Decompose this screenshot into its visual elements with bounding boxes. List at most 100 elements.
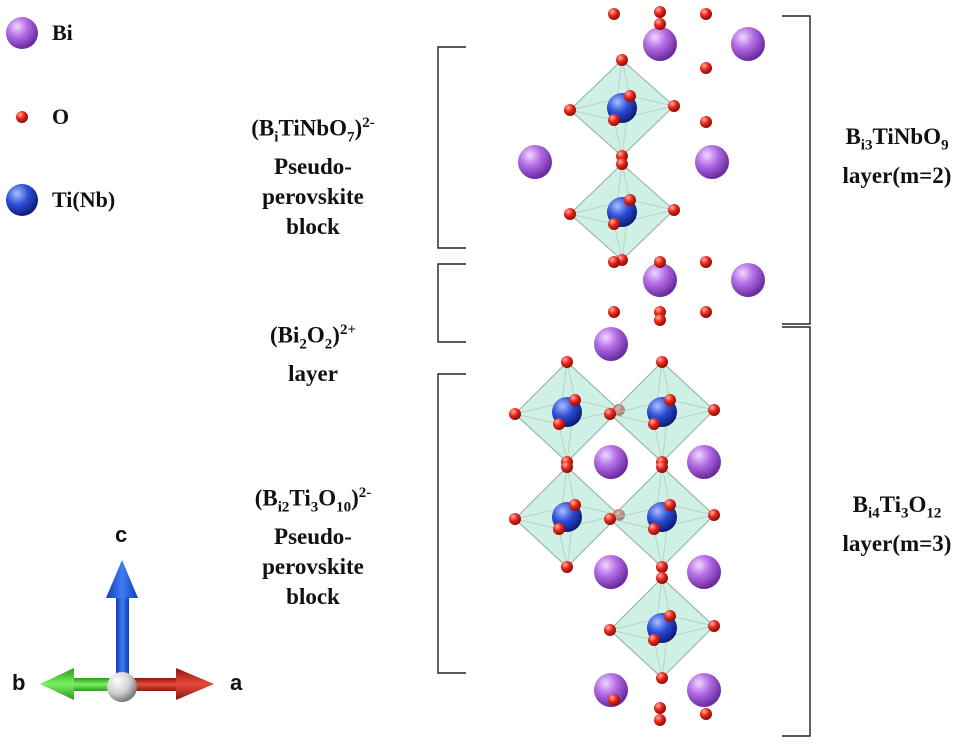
octahedron-edge [514,413,560,425]
oxygen-atom [700,116,712,128]
axis-triad [40,560,214,702]
oxygen-atom [648,418,660,430]
bi-atom [643,27,677,61]
legend-bi-label: Bi [52,20,73,45]
top-block-line2: Pseudo- [274,154,352,180]
oxygen-atom [608,694,620,706]
octahedron-edge [621,163,631,201]
octahedron-edge [621,59,631,97]
octahedron-edge [569,213,615,225]
brackets [437,15,811,737]
oxygen-atom [648,523,660,535]
octahedron-edge [653,528,663,568]
bottom-block-line3: perovskite [262,554,364,580]
octahedron-edge [653,639,663,679]
oxygen-atom [668,100,680,112]
oxygen-atom [561,561,573,573]
oxygen-atom [616,54,628,66]
bracket-top-block [437,46,466,249]
oxygen-atom [569,394,581,406]
oxygen-atom [700,62,712,74]
lower-layer-formula: Bi4Ti3O12 [852,492,942,522]
oxygen-atom [608,218,620,230]
bracket-bi4ti3o12 [782,326,811,737]
bi2o2-line2: layer [288,361,338,387]
octahedron-edge [669,399,715,411]
oxygen-atom [654,714,666,726]
oxygen-atom [664,610,676,622]
oxygen-atom [654,256,666,268]
octahedron-edge [661,361,671,401]
octahedron-edge [558,423,568,463]
oxygen-atom [553,523,565,535]
bottom-block-line2: Pseudo- [274,524,352,550]
oxygen-atom [664,394,676,406]
legend-oxygen-marker [16,111,28,123]
upper-layer-line2: layer(m=2) [842,162,952,188]
oxygen-atom [608,8,620,20]
octahedron-edge [613,119,623,157]
octahedron-edge [558,528,568,568]
oxygen-atom [608,114,620,126]
oxygen-atom [664,499,676,511]
bi-atom [643,263,677,297]
oxygen-atom [509,513,521,525]
oxygen-atom [656,672,668,684]
upper-layer-formula: Bi3TiNbO9 [845,124,949,154]
axis-b-arrowhead [40,668,74,700]
axis-b-label: b [12,670,26,695]
oxygen-atom [654,702,666,714]
bi-atom [731,27,765,61]
bi2o2-formula: (Bi2O2)2+ [269,322,356,353]
octahedron-edge [613,223,623,261]
oxygen-atom [624,194,636,206]
axis-a-label: a [230,670,243,695]
oxygen-atom [700,306,712,318]
oxygen-atom [624,90,636,102]
octahedron-edge [566,466,576,506]
bottom-block-formula: (Bi2Ti3O10)2- [254,485,372,516]
oxygen-atom [656,561,668,573]
octahedron-edge [629,199,675,211]
octahedron-edge [669,615,715,627]
bracket-bi2o2-layer [437,263,466,343]
octahedron-edge [609,629,655,641]
bottom-block-line4: block [286,584,340,610]
legend-oxygen-label: O [52,104,70,129]
lower-layer-line2: layer(m=3) [842,530,952,556]
oxygen-atom [654,314,666,326]
oxygen-atom [608,306,620,318]
octahedron-edge [669,504,715,516]
oxygen-atom [700,708,712,720]
top-block-line3: perovskite [262,184,364,210]
octahedron-edge [661,466,671,506]
oxygen-atom [604,624,616,636]
legend-ti-nb-marker [6,184,38,216]
legend [6,17,38,216]
octahedron-edge [609,518,655,530]
top-block-formula: (BiTiNbO7)2- [251,115,375,146]
oxygen-atom [509,408,521,420]
oxygen-atom [553,418,565,430]
bi-atom [518,145,552,179]
axis-c-arrowhead [106,560,138,598]
top-block-line4: block [286,214,340,240]
bi-atom [594,445,628,479]
axis-c-label: c [115,522,128,547]
bracket-bi3tinbo9 [782,15,811,325]
oxygen-atom [616,158,628,170]
bi-atom [687,555,721,589]
oxygen-atom [608,256,620,268]
oxygen-atom [656,356,668,368]
oxygen-atom [648,634,660,646]
octahedron-edge [661,577,671,617]
oxygen-atom [656,572,668,584]
bi2o2-layer-label: (Bi2O2)2+ layer [208,315,418,389]
oxygen-atom [700,256,712,268]
oxygen-atom [564,104,576,116]
upper-layer-label: Bi3TiNbO9 layer(m=2) [822,122,972,191]
oxygen-atom [604,513,616,525]
oxygen-atom [561,461,573,473]
axis-c-shaft [116,594,129,682]
